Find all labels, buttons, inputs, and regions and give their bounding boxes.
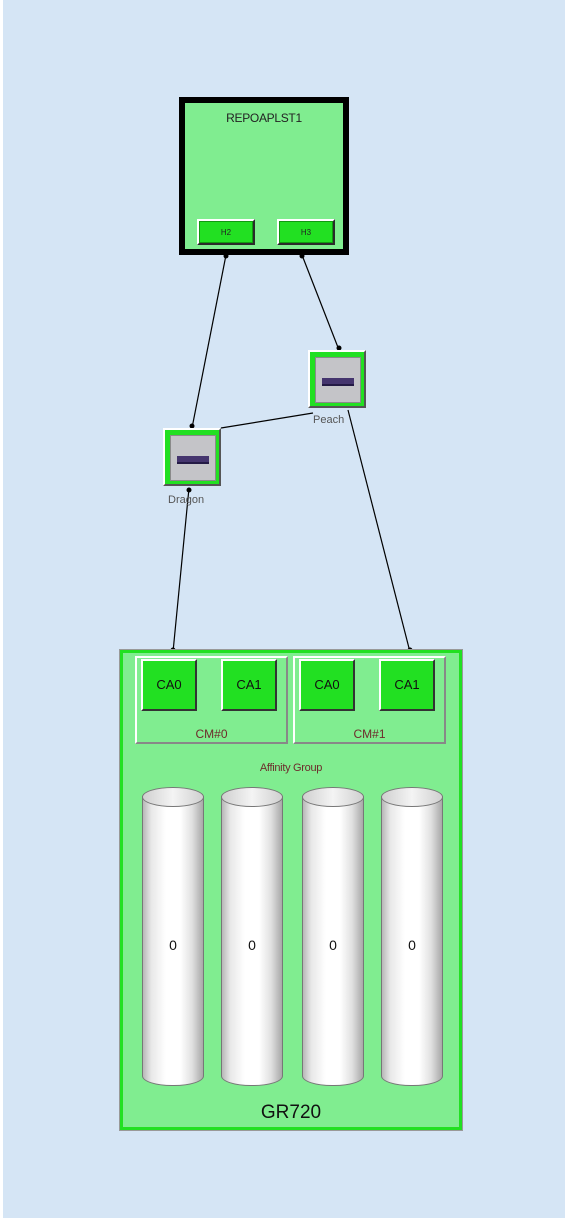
link-dragon-peach: [220, 412, 314, 429]
channel-adapter-ca1[interactable]: CA1: [221, 659, 277, 711]
host-port-h3[interactable]: H3: [277, 219, 335, 245]
volume-cylinder[interactable]: 0: [221, 787, 283, 1094]
adapter-label: CA0: [314, 677, 340, 692]
volume-cylinder[interactable]: 0: [381, 787, 443, 1094]
switch-peach[interactable]: [308, 350, 366, 408]
port-label: H2: [220, 228, 232, 237]
volume-value: 0: [248, 937, 256, 953]
adapter-label: CA1: [236, 677, 262, 692]
controller-label: CM#0: [195, 727, 228, 741]
host-node[interactable]: REPOAPLST1 H2 H3: [179, 97, 349, 255]
port-label: H3: [300, 228, 312, 237]
adapter-label: CA1: [394, 677, 420, 692]
storage-node[interactable]: CA0 CA1 CM#0 CA0 CA1 CM#1 Affinity Group…: [119, 649, 463, 1131]
switch-dragon[interactable]: [163, 428, 221, 486]
switch-label-dragon: Dragon: [168, 494, 205, 506]
link-peach-cm1-ca1: [347, 409, 411, 653]
link-dragon-cm0-ca0: [172, 487, 190, 653]
volume-value: 0: [329, 937, 337, 953]
volume-value: 0: [408, 937, 416, 953]
switch-label-peach: Peach: [313, 414, 345, 426]
topology-canvas: REPOAPLST1 H2 H3 Peach Dragon CA0 CA1 CM…: [3, 0, 565, 1218]
switch-icon: [170, 435, 216, 481]
volume-cylinder[interactable]: 0: [142, 787, 204, 1094]
controller-module-cm0[interactable]: CA0 CA1 CM#0: [135, 656, 288, 744]
storage-name: GR720: [260, 1102, 322, 1123]
controller-module-cm1[interactable]: CA0 CA1 CM#1: [293, 656, 446, 744]
host-port-h2[interactable]: H2: [197, 219, 255, 245]
switch-icon: [315, 357, 361, 403]
volume-value: 0: [169, 937, 177, 953]
link-h3-peach: [301, 254, 340, 351]
channel-adapter-ca1[interactable]: CA1: [379, 659, 435, 711]
adapter-label: CA0: [156, 677, 182, 692]
controller-label: CM#1: [353, 727, 386, 741]
affinity-group-label: Affinity Group: [259, 762, 323, 774]
channel-adapter-ca0[interactable]: CA0: [141, 659, 197, 711]
channel-adapter-ca0[interactable]: CA0: [299, 659, 355, 711]
volume-cylinder[interactable]: 0: [302, 787, 364, 1094]
host-name: REPOAPLST1: [226, 111, 302, 125]
link-h2-dragon: [191, 254, 227, 429]
